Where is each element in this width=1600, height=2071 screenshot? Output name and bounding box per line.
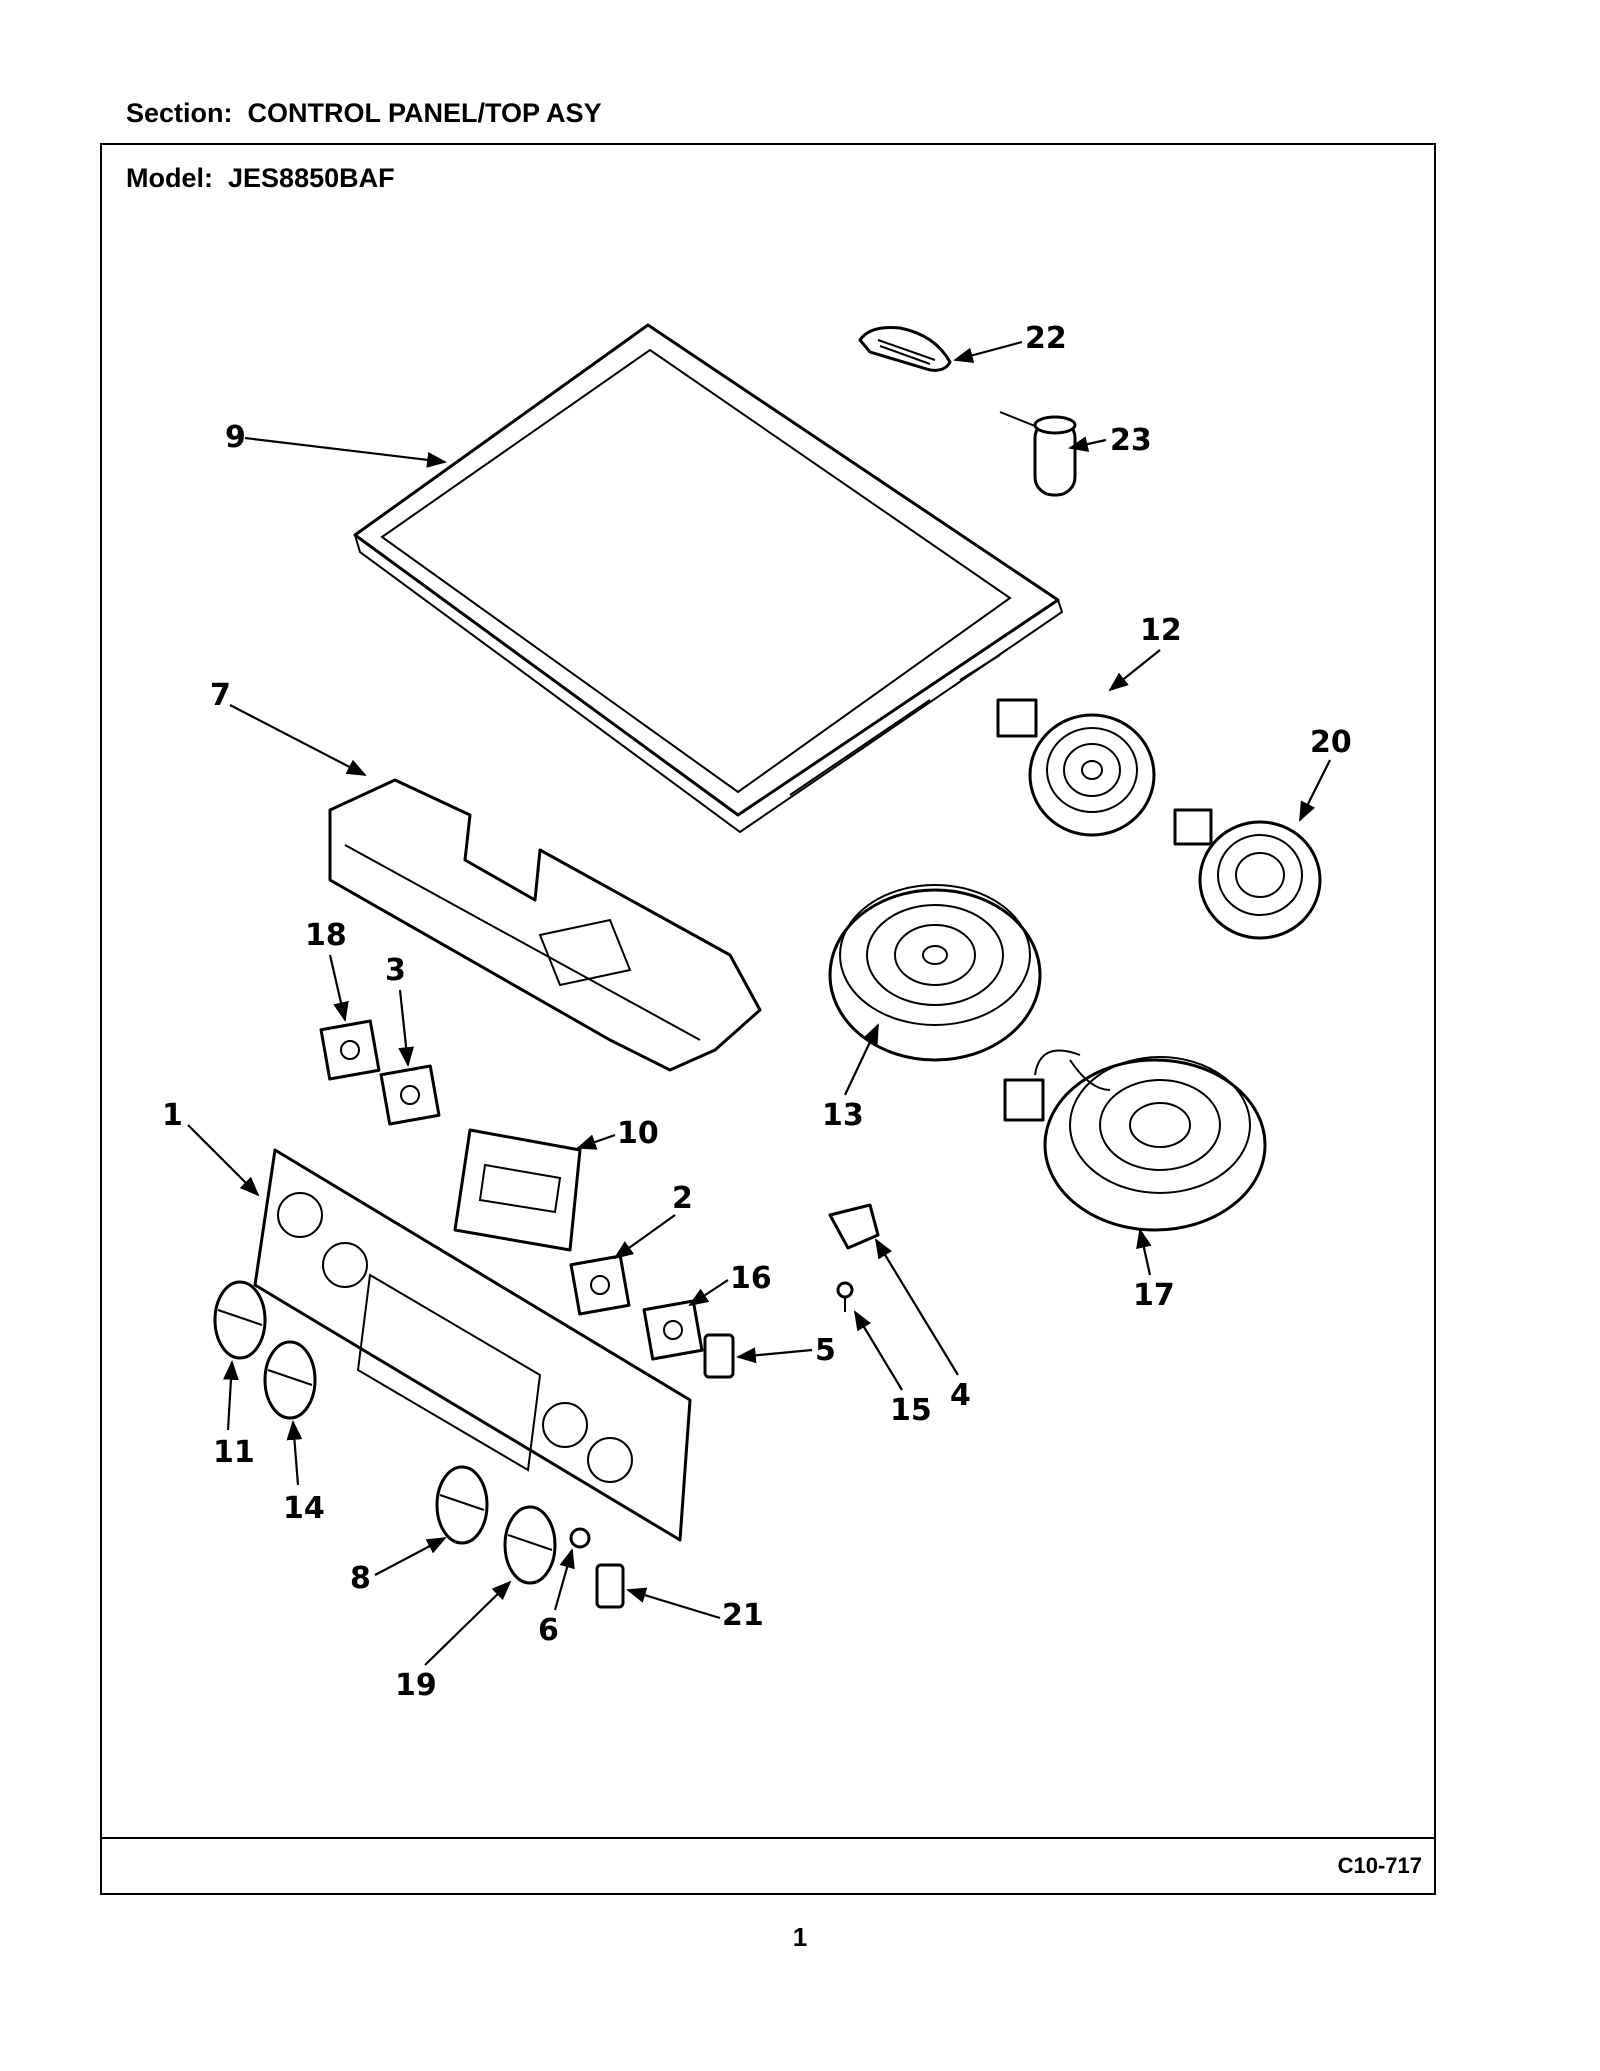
callout-17: 17 [1133,1278,1175,1313]
callout-4: 4 [950,1378,971,1413]
callout-19: 19 [395,1668,437,1703]
frame-footer: C10-717 [102,1837,1434,1893]
callout-2: 2 [672,1181,693,1216]
callout-10: 10 [617,1116,659,1151]
model-label: Model: [126,163,213,193]
callout-20: 20 [1310,725,1352,760]
callout-12: 12 [1140,613,1182,648]
callout-22: 22 [1025,321,1067,356]
part-knob-8 [435,1465,489,1545]
part-rocker-switch [595,1563,625,1609]
callout-1: 1 [162,1098,183,1133]
part-burner-small-right [1173,808,1322,940]
part-indicator-lens [858,326,952,372]
section-label: Section: [126,98,233,128]
part-switch-3 [379,1064,441,1126]
callout-11: 11 [213,1435,255,1470]
part-knob-11 [213,1280,267,1360]
part-switch-16 [642,1299,704,1361]
part-switch-18 [319,1019,381,1081]
part-button [569,1527,591,1549]
section-value: CONTROL PANEL/TOP ASY [247,98,602,128]
callout-labels: 22 23 9 12 7 20 18 3 1 10 13 2 16 4 17 5… [162,321,1352,1703]
callout-5: 5 [815,1333,836,1368]
part-switch-5 [703,1333,735,1379]
callout-7: 7 [210,678,231,713]
part-electronic-control [453,1128,582,1252]
part-cooktop-glass [353,323,1064,834]
part-control-panel [253,1148,692,1542]
callout-6: 6 [538,1613,559,1648]
part-switch-2 [569,1254,631,1316]
callout-18: 18 [305,918,347,953]
part-panel-bracket [328,778,762,1072]
drawing-code: C10-717 [1337,1853,1422,1878]
callout-21: 21 [722,1598,764,1633]
callout-16: 16 [730,1261,772,1296]
section-title: Section: CONTROL PANEL/TOP ASY [126,98,602,129]
part-burner-large-right [1003,1049,1267,1232]
model-title: Model: JES8850BAF [126,163,395,194]
leader-lines [187,340,1331,1666]
callout-3: 3 [385,953,406,988]
part-screw [836,1281,854,1312]
callout-15: 15 [890,1393,932,1428]
part-knob-14 [263,1340,317,1420]
part-burner-small-rear [996,698,1156,837]
callout-14: 14 [283,1491,325,1526]
part-knob-19 [503,1505,557,1585]
callout-23: 23 [1110,423,1152,458]
part-light-assembly [999,411,1077,497]
part-clip [828,1203,880,1250]
callout-9: 9 [225,420,246,455]
diagram-frame: Model: JES8850BAF C10-717 [100,143,1436,1895]
callout-8: 8 [350,1561,371,1596]
model-value: JES8850BAF [228,163,395,193]
callout-13: 13 [822,1098,864,1133]
part-burner-large-front [828,884,1042,1062]
page-number: 1 [792,1922,808,1952]
